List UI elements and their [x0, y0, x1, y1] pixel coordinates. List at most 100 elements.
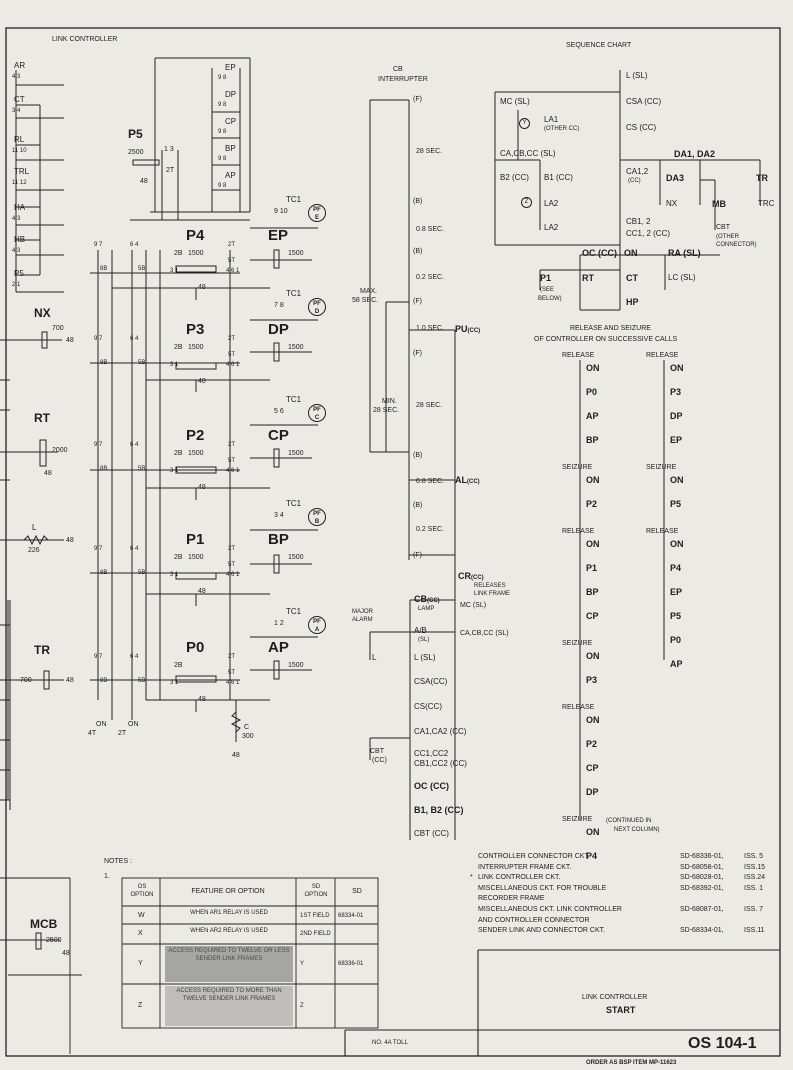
drawing-border: [5, 27, 781, 1057]
left-relay-trl: TRL: [14, 167, 30, 176]
ref-sd-7: SD-68334-01,: [680, 927, 724, 935]
notes-header-sd-option: SD OPTION: [304, 884, 328, 898]
chain-item-5: CB1,CC2 (CC): [414, 759, 467, 768]
seq-ca12-sub: (CC): [628, 178, 641, 184]
rs-col2-item-0-0: ON: [670, 363, 684, 373]
relay-p0-contacts-64: 6 4: [130, 654, 139, 660]
relay-p3-2b: 2B: [174, 344, 183, 351]
rs-col1-item-0-2: AP: [586, 411, 599, 421]
relay-p3-terminal: 48: [198, 378, 206, 385]
chain-item-7: B1, B2 (CC): [414, 805, 464, 815]
interrupter-max-value: 58 SEC.: [352, 297, 379, 304]
seq-cbt-sub1: (OTHER: [716, 234, 739, 240]
relay-p4-2b: 2B: [174, 250, 183, 257]
section-title-sequence-chart: SEQUENCE CHART: [566, 42, 632, 49]
drawing-number: OS 104-1: [688, 1035, 757, 1052]
notes-row-3-feature: ACCESS REQUIRED TO MORE THAN TWELVE SEND…: [176, 988, 282, 1002]
rs-col1-item-5-0: ON: [586, 827, 600, 837]
relay-mcb-value: 2500: [46, 937, 62, 944]
relay-p4-contacts-97: 9 7: [94, 242, 103, 248]
interrupter-step-3: 0.8 SEC.: [416, 226, 445, 233]
notes-row-0-feature: WHEN AR1 RELAY IS USED: [190, 910, 268, 916]
relay-p4-tc: TC1: [286, 195, 302, 204]
rs-col2-item-0-2: DP: [670, 411, 683, 421]
seq-on: ON: [624, 248, 638, 258]
rs-col2-item-0-1: P3: [670, 387, 682, 397]
stack-dp-contacts: 9 8: [218, 102, 227, 108]
left-relay-hb-contacts: 4 3: [12, 248, 21, 254]
relay-p2-bottom-4: 4 6 1: [226, 468, 240, 474]
relay-p5: P5: [128, 127, 143, 141]
c-terminal: 48: [232, 752, 240, 759]
rs-col1-item-0-0: ON: [586, 363, 600, 373]
rs-col2-item-0-3: EP: [670, 435, 683, 445]
notes-row-3-option: Z: [138, 1002, 143, 1009]
notes-row-2-sd: 68336-01: [338, 961, 364, 967]
rs-col1-item-2-1: P1: [586, 563, 598, 573]
relay-p2-contacts-97: 9 7: [94, 442, 103, 448]
notes-smudge-2: [165, 986, 293, 1026]
stack-dp: DP: [225, 90, 237, 99]
rs-col2-item-2-5: AP: [670, 659, 683, 669]
relay-mcb: MCB: [30, 917, 58, 931]
notes-row-0-option: W: [138, 912, 145, 919]
rs-col1-item-4-3: DP: [586, 787, 599, 797]
on-label-1: ON: [96, 721, 107, 728]
interrupter-step-0: (F): [413, 96, 422, 103]
relay-p4-2t: 2T: [228, 242, 236, 248]
c-value: 300: [242, 733, 254, 740]
relay-p4-output: EP: [268, 227, 289, 244]
relay-p3-tc: TC1: [286, 289, 302, 298]
ref-iss-7: ISS.11: [744, 927, 765, 935]
stack-cp-contacts: 9 8: [218, 129, 227, 135]
relay-p0-bottom-3: 3 1: [170, 680, 179, 686]
seq-la1-sub: (OTHER CC): [544, 126, 580, 132]
relay-p5-contacts: 1 3: [164, 146, 174, 153]
relay-p0-contacts-97: 9 7: [94, 654, 103, 660]
title-block: [344, 949, 780, 1056]
top-stack: [130, 57, 251, 221]
relay-p4-5b: 5B: [138, 266, 146, 272]
notes-header-sd: SD: [352, 888, 362, 895]
relay-l: L: [32, 523, 37, 532]
relay-p1-2t: 2T: [228, 546, 236, 552]
relay-p3-contacts-64: 6 4: [130, 336, 139, 342]
relay-p1-contacts-97: 9 7: [94, 546, 103, 552]
relay-p0-tc-contacts: 1 2: [274, 620, 284, 627]
chain-item-3: CA1,CA2 (CC): [414, 727, 467, 736]
relay-p1-terminal: 48: [198, 588, 206, 595]
relay-p3-output: DP: [268, 321, 289, 338]
ref-iss-1: ISS.15: [744, 863, 766, 871]
notes-row-2-sd-option: Y: [300, 961, 305, 967]
relay-p5-value: 2500: [128, 149, 144, 156]
rs-col2-item-2-2: EP: [670, 587, 683, 597]
left-relay-ar-contacts: 4 3: [12, 74, 21, 80]
rs-col2-item-2-0: ON: [670, 539, 684, 549]
left-relay-ct-contacts: 3 4: [12, 108, 21, 114]
relay-p5-coil: 2T: [166, 167, 175, 174]
relay-p2-output-value: 1500: [288, 450, 304, 457]
rs-col1-item-4-1: P2: [586, 739, 598, 749]
stack-cp: CP: [225, 117, 237, 126]
relay-p4: P4: [186, 227, 205, 244]
interrupter-step-4: (B): [413, 248, 423, 255]
notes-title: NOTES :: [104, 858, 133, 865]
rs-col1-item-4-2: CP: [586, 763, 599, 773]
left-relay-trl-contacts: 11 12: [12, 180, 27, 186]
notes-row-1-option: X: [138, 930, 143, 937]
notes-table: [0, 877, 379, 1054]
rs-col2-item-2-3: P5: [670, 611, 682, 621]
notes-header-feature: FEATURE OR OPTION: [191, 888, 265, 895]
relay-p1-tc: TC1: [286, 499, 302, 508]
notes-smudge-1: [165, 946, 293, 982]
ref-sd-0: SD-68336-01,: [680, 853, 724, 860]
ref-name-6: AND CONTROLLER CONNECTOR: [478, 916, 590, 924]
relay-p2-terminal: 48: [198, 484, 206, 491]
seq-da3: DA3: [666, 173, 685, 183]
ref-sd-5: SD-68087-01,: [680, 906, 724, 913]
seq-mc: MC (SL): [500, 97, 530, 106]
relay-p4-terminal: 48: [198, 284, 206, 291]
chain-cbt-left: CBT: [370, 748, 384, 755]
